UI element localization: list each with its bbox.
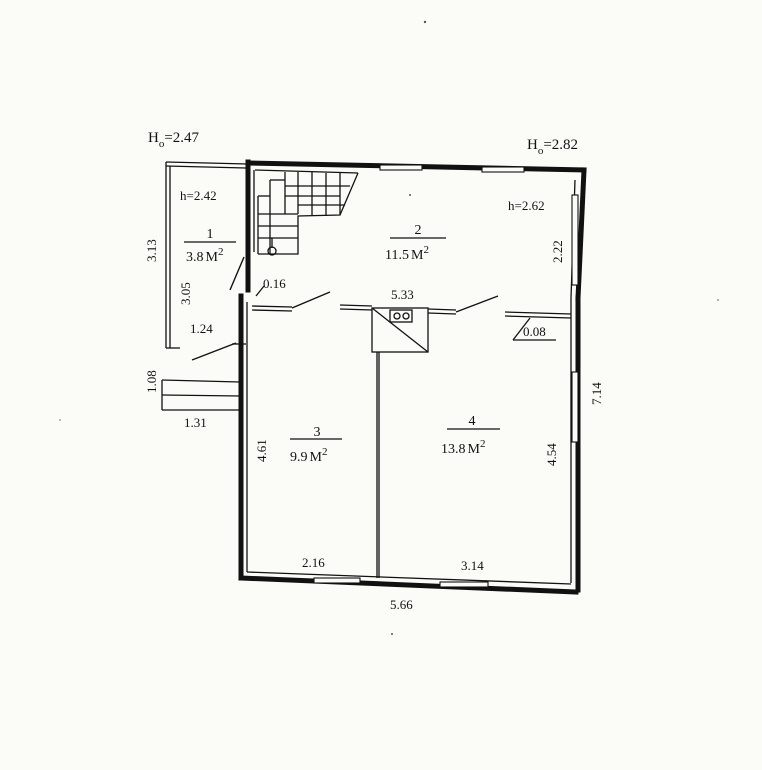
scan-specks <box>59 20 719 635</box>
dim-5-33: 5.33 <box>391 287 414 302</box>
door-room-1 <box>229 256 245 291</box>
window-bottom-2 <box>439 581 489 588</box>
windows <box>313 164 579 588</box>
dim-3-13: 3.13 <box>144 239 159 262</box>
window-right-2 <box>571 371 579 443</box>
staircase <box>257 172 359 256</box>
dim-3-14: 3.14 <box>461 558 484 573</box>
room3-number: 3 <box>314 425 321 440</box>
dim-3-05: 3.05 <box>178 282 193 305</box>
window-top-2 <box>481 166 525 173</box>
ho-right-label: Ho=2.82 <box>527 137 578 157</box>
room1-number: 1 <box>207 227 214 242</box>
dim-0-08: 0.08 <box>523 324 546 339</box>
inner-walls <box>246 169 576 585</box>
dim-5-66: 5.66 <box>390 597 413 612</box>
room2-number: 2 <box>415 223 422 238</box>
porch-walls <box>161 161 249 411</box>
door-porch <box>191 342 237 361</box>
stove <box>371 307 429 353</box>
window-right-1 <box>571 194 579 286</box>
dim-1-31: 1.31 <box>184 415 207 430</box>
door-room-3 <box>291 291 331 309</box>
dim-7-14: 7.14 <box>589 382 604 405</box>
dim-0-16: 0.16 <box>263 276 286 291</box>
exterior-walls <box>238 159 587 595</box>
room1-height: h=2.42 <box>180 188 217 203</box>
window-bottom-1 <box>313 577 361 584</box>
dim-2-22: 2.22 <box>550 240 565 263</box>
room4-number: 4 <box>469 414 476 429</box>
door-room-4 <box>455 295 499 313</box>
dim-4-54: 4.54 <box>544 443 559 466</box>
doors <box>191 256 572 361</box>
dim-1-08: 1.08 <box>144 370 159 393</box>
dim-4-61: 4.61 <box>254 439 269 462</box>
dim-2-16: 2.16 <box>302 555 325 570</box>
dimension-lines <box>184 237 556 440</box>
dim-1-24: 1.24 <box>190 321 213 336</box>
window-top-1 <box>379 164 423 171</box>
ho-left-label: Ho=2.47 <box>148 130 200 150</box>
room2-height: h=2.62 <box>508 198 545 213</box>
